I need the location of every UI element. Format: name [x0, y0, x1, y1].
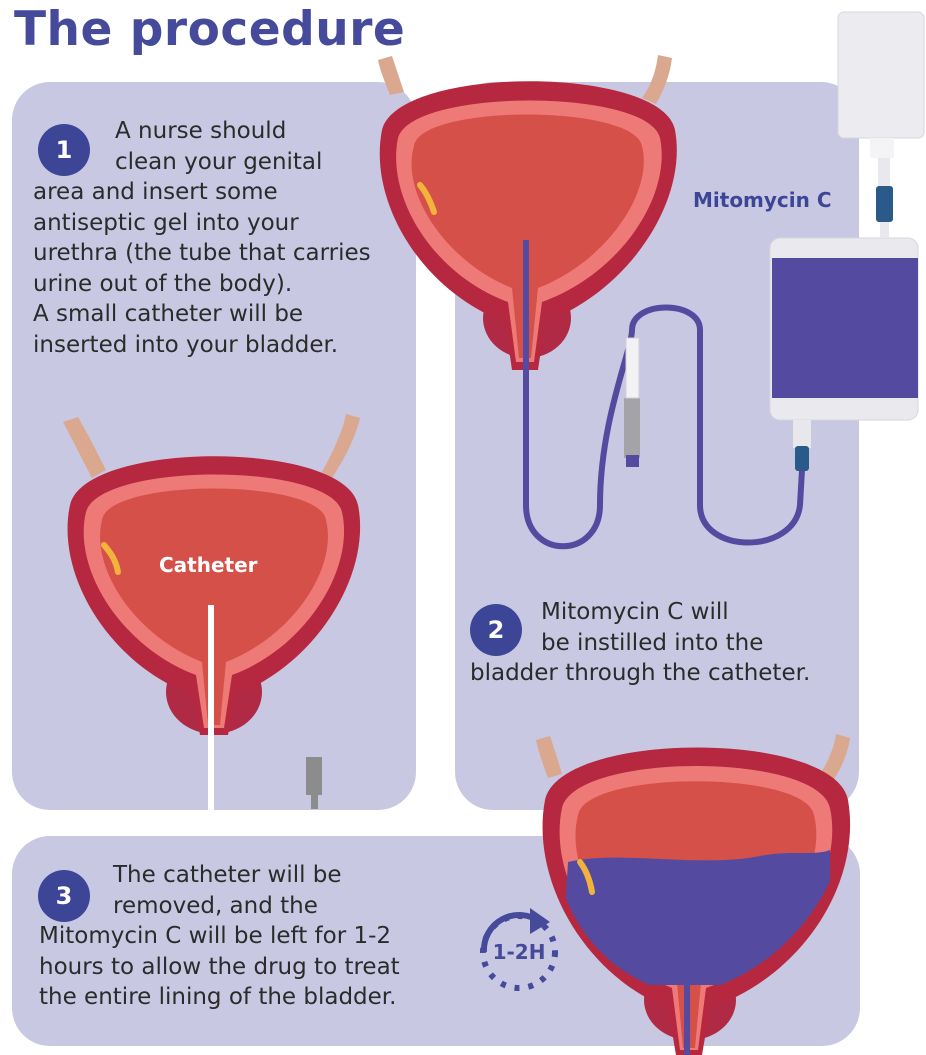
syringe-tip-stem	[311, 795, 318, 809]
step-1-badge: 1	[38, 124, 90, 176]
catheter-label: Catheter	[159, 553, 258, 577]
ureter-right	[322, 414, 360, 478]
step-3-text-body: Mitomycin C will be left for 1-2 hours t…	[39, 921, 400, 1013]
step-1-text-top: A nurse should clean your genital	[115, 116, 322, 177]
ureter-left	[63, 417, 106, 478]
step-3-badge: 3	[38, 870, 90, 922]
step-2-badge: 2	[470, 604, 522, 656]
catheter-tube	[208, 605, 214, 810]
step-2-text-top: Mitomycin C will be instilled into the	[541, 597, 763, 658]
bladder-diagram-1	[63, 414, 360, 810]
duration-badge: 1-2H	[480, 913, 558, 991]
drug-label: Mitomycin C	[693, 188, 832, 212]
step-2-text-body: bladder through the catheter.	[470, 658, 810, 689]
syringe-tip	[306, 757, 322, 795]
step-1-text-body: area and insert some antiseptic gel into…	[33, 177, 371, 360]
step-3-text-top: The catheter will be removed, and the	[113, 860, 342, 921]
duration-label: 1-2H	[480, 913, 558, 991]
tubing	[526, 330, 632, 546]
drug-fill	[560, 850, 830, 990]
bladder-diagram-3	[536, 734, 850, 1055]
bladder-diagram-2	[378, 12, 924, 546]
drug-bottle	[838, 12, 924, 138]
